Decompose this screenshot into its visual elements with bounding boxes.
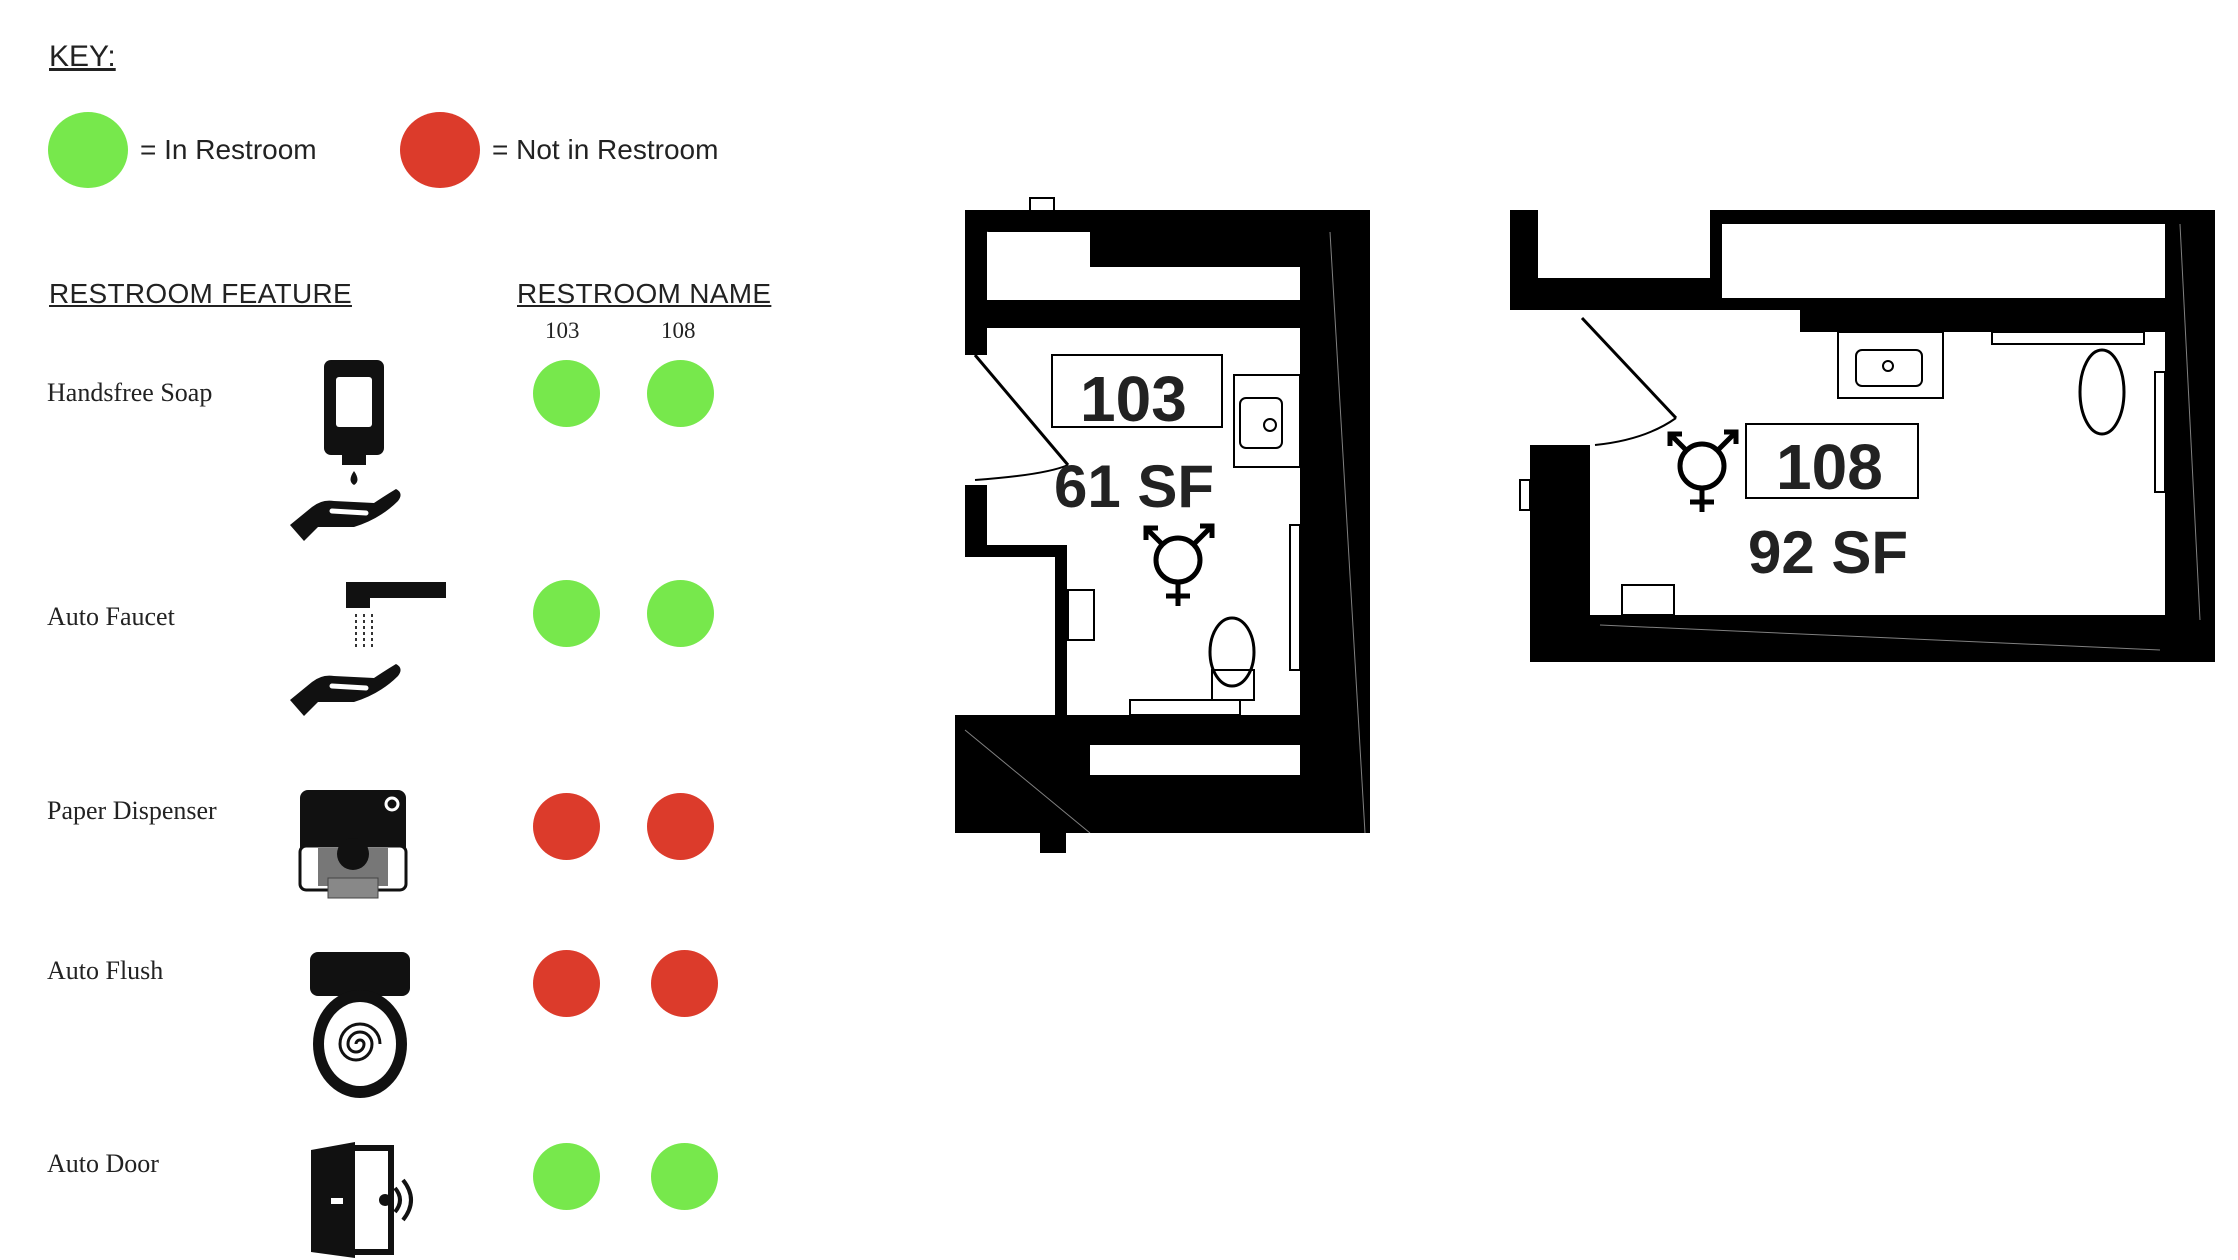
feature-label-auto-faucet: Auto Faucet	[47, 602, 175, 631]
status-dot	[533, 580, 600, 647]
room-area-103: 61 SF	[1054, 453, 1215, 520]
feature-label-auto-flush: Auto Flush	[47, 956, 164, 985]
toilet-icon	[310, 952, 410, 1098]
feature-label-paper-dispenser: Paper Dispenser	[47, 796, 217, 825]
status-dot	[651, 950, 718, 1017]
paper-dispenser-icon	[298, 790, 408, 899]
status-dot	[533, 360, 600, 427]
restroom-103-header: 103	[545, 318, 580, 343]
room-number-108: 108	[1776, 431, 1883, 503]
auto-door-icon	[311, 1142, 413, 1258]
legend-red-dot	[400, 112, 480, 188]
status-dot	[647, 793, 714, 860]
legend-in-label: = In Restroom	[140, 134, 317, 165]
key-title: KEY:	[49, 40, 116, 73]
status-dot	[647, 360, 714, 427]
feature-column-header: RESTROOM FEATURE	[49, 278, 352, 309]
soap-dispenser-icon	[290, 360, 401, 541]
all-gender-icon	[1667, 429, 1739, 512]
status-dot	[647, 580, 714, 647]
restroom-108-header: 108	[661, 318, 696, 343]
status-dot	[533, 1143, 600, 1210]
status-dot	[533, 793, 600, 860]
legend-out-label: = Not in Restroom	[492, 134, 719, 165]
room-area-108: 92 SF	[1748, 519, 1909, 586]
name-column-header: RESTROOM NAME	[517, 278, 772, 309]
feature-label-auto-door: Auto Door	[47, 1149, 159, 1178]
legend-green-dot	[48, 112, 128, 188]
feature-label-handsfree-soap: Handsfree Soap	[47, 378, 213, 407]
all-gender-icon	[1143, 523, 1215, 606]
room-number-103: 103	[1080, 363, 1187, 435]
status-dot	[651, 1143, 718, 1210]
status-dot	[533, 950, 600, 1017]
auto-faucet-icon	[290, 582, 446, 716]
